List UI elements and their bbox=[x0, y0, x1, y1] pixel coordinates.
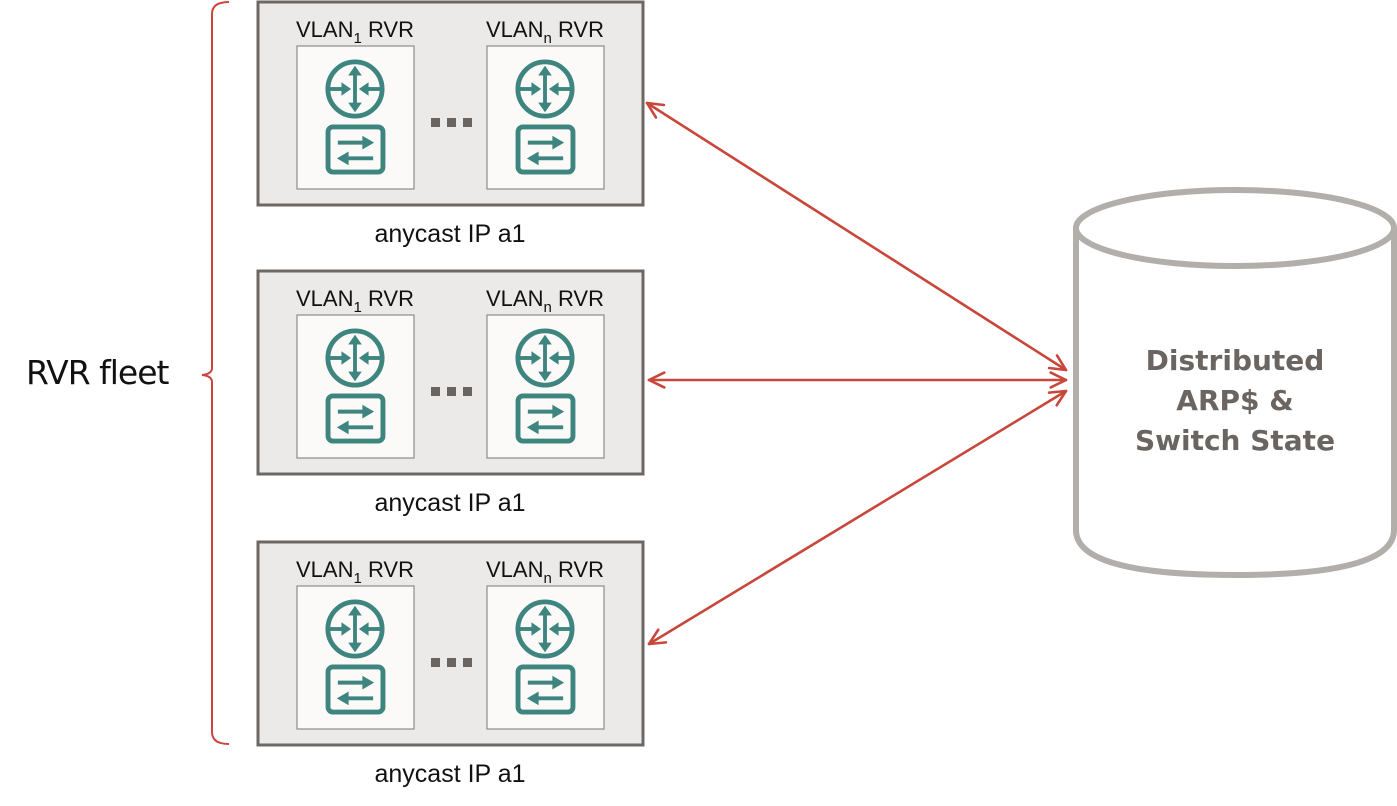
vlan-1-label: VLAN1 RVR bbox=[296, 557, 414, 587]
router-icon bbox=[518, 331, 572, 385]
connection-arrow-2 bbox=[647, 371, 1068, 389]
arrowhead-icon bbox=[645, 101, 666, 119]
arrowhead-icon bbox=[647, 628, 668, 646]
vlan-1-rvr bbox=[296, 45, 415, 190]
vlan-n-rvr bbox=[486, 45, 605, 190]
router-icon bbox=[518, 62, 572, 116]
fleet-label: RVR fleet bbox=[26, 353, 170, 392]
arrowhead-icon bbox=[1049, 371, 1068, 389]
rvr-group-1: VLAN1 RVR VLANn RVR anycast IP a1 bbox=[256, 0, 645, 248]
ellipsis-icon bbox=[431, 118, 472, 127]
router-icon bbox=[518, 602, 572, 656]
anycast-caption: anycast IP a1 bbox=[374, 760, 525, 788]
anycast-caption: anycast IP a1 bbox=[374, 489, 525, 517]
vlan-n-label: VLANn RVR bbox=[486, 17, 604, 47]
vlan-1-label: VLAN1 RVR bbox=[296, 286, 414, 316]
ellipsis-icon bbox=[431, 387, 472, 396]
router-icon bbox=[328, 62, 382, 116]
ellipsis-icon bbox=[431, 658, 472, 667]
connection-arrow-3 bbox=[647, 389, 1068, 646]
arrowhead-icon bbox=[1047, 354, 1068, 372]
rvr-group-3: VLAN1 RVR VLANn RVR anycast IP a1 bbox=[256, 540, 645, 788]
vlan-1-rvr bbox=[296, 314, 415, 459]
vlan-1-label: VLAN1 RVR bbox=[296, 17, 414, 47]
router-icon bbox=[328, 331, 382, 385]
connection-arrow-1 bbox=[645, 101, 1068, 372]
arrowhead-icon bbox=[1047, 389, 1068, 407]
rvr-group-2: VLAN1 RVR VLANn RVR anycast IP a1 bbox=[256, 269, 645, 517]
database-cylinder: Distributed ARP$ & Switch State bbox=[1073, 187, 1397, 579]
database-label-line-1: Distributed bbox=[1146, 344, 1325, 377]
arrowhead-icon bbox=[647, 371, 666, 389]
anycast-caption: anycast IP a1 bbox=[374, 220, 525, 248]
database-label-line-3: Switch State bbox=[1135, 424, 1335, 457]
database-label-line-2: ARP$ & bbox=[1176, 384, 1293, 417]
vlan-n-label: VLANn RVR bbox=[486, 557, 604, 587]
fleet-brace bbox=[201, 1, 230, 745]
vlan-1-rvr bbox=[296, 585, 415, 730]
vlan-n-rvr bbox=[486, 314, 605, 459]
vlan-n-label: VLANn RVR bbox=[486, 286, 604, 316]
router-icon bbox=[328, 602, 382, 656]
vlan-n-rvr bbox=[486, 585, 605, 730]
